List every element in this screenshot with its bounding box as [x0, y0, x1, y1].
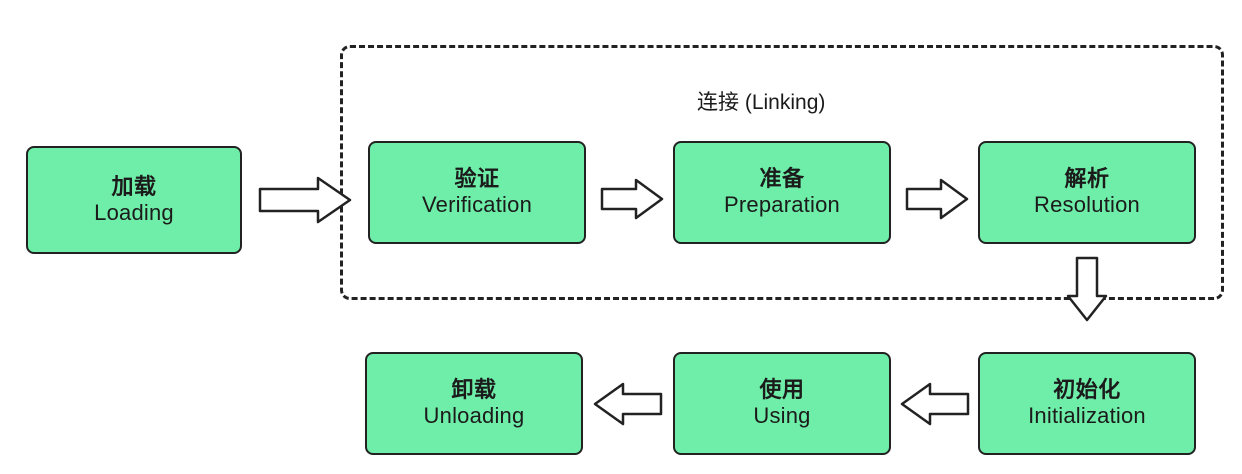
node-preparation-en: Preparation — [724, 192, 840, 218]
node-loading-en: Loading — [94, 199, 174, 225]
node-resolution[interactable]: 解析 Resolution — [978, 141, 1196, 244]
node-using-cn: 使用 — [759, 377, 805, 403]
node-verification-en: Verification — [421, 192, 532, 218]
node-loading-cn: 加载 — [111, 173, 157, 199]
arrow-right-icon-verification-to-preparation — [600, 178, 664, 220]
linking-group-box — [340, 45, 1224, 300]
arrow-down-icon-resolution-to-initialization — [1066, 256, 1108, 322]
node-initialization[interactable]: 初始化 Initialization — [978, 352, 1196, 455]
node-unloading-en: Unloading — [423, 403, 525, 429]
node-preparation-cn: 准备 — [759, 166, 805, 192]
node-unloading-cn: 卸载 — [451, 377, 497, 403]
node-resolution-en: Resolution — [1034, 192, 1140, 218]
arrow-right-icon-loading-to-verification — [258, 176, 352, 224]
arrow-right-icon-preparation-to-resolution — [905, 178, 969, 220]
linking-group-label: 连接 (Linking) — [697, 91, 826, 114]
node-initialization-en: Initialization — [1028, 403, 1146, 429]
arrow-left-icon-using-to-unloading — [593, 382, 663, 426]
arrow-left-icon-initialization-to-using — [900, 382, 970, 426]
node-using[interactable]: 使用 Using — [673, 352, 891, 455]
node-preparation[interactable]: 准备 Preparation — [673, 141, 891, 244]
node-verification[interactable]: 验证 Verification — [368, 141, 586, 244]
node-using-en: Using — [753, 403, 811, 429]
node-verification-cn: 验证 — [454, 166, 500, 192]
node-unloading[interactable]: 卸载 Unloading — [365, 352, 583, 455]
node-resolution-cn: 解析 — [1064, 166, 1110, 192]
node-initialization-cn: 初始化 — [1053, 377, 1121, 403]
node-loading[interactable]: 加载 Loading — [26, 146, 242, 254]
